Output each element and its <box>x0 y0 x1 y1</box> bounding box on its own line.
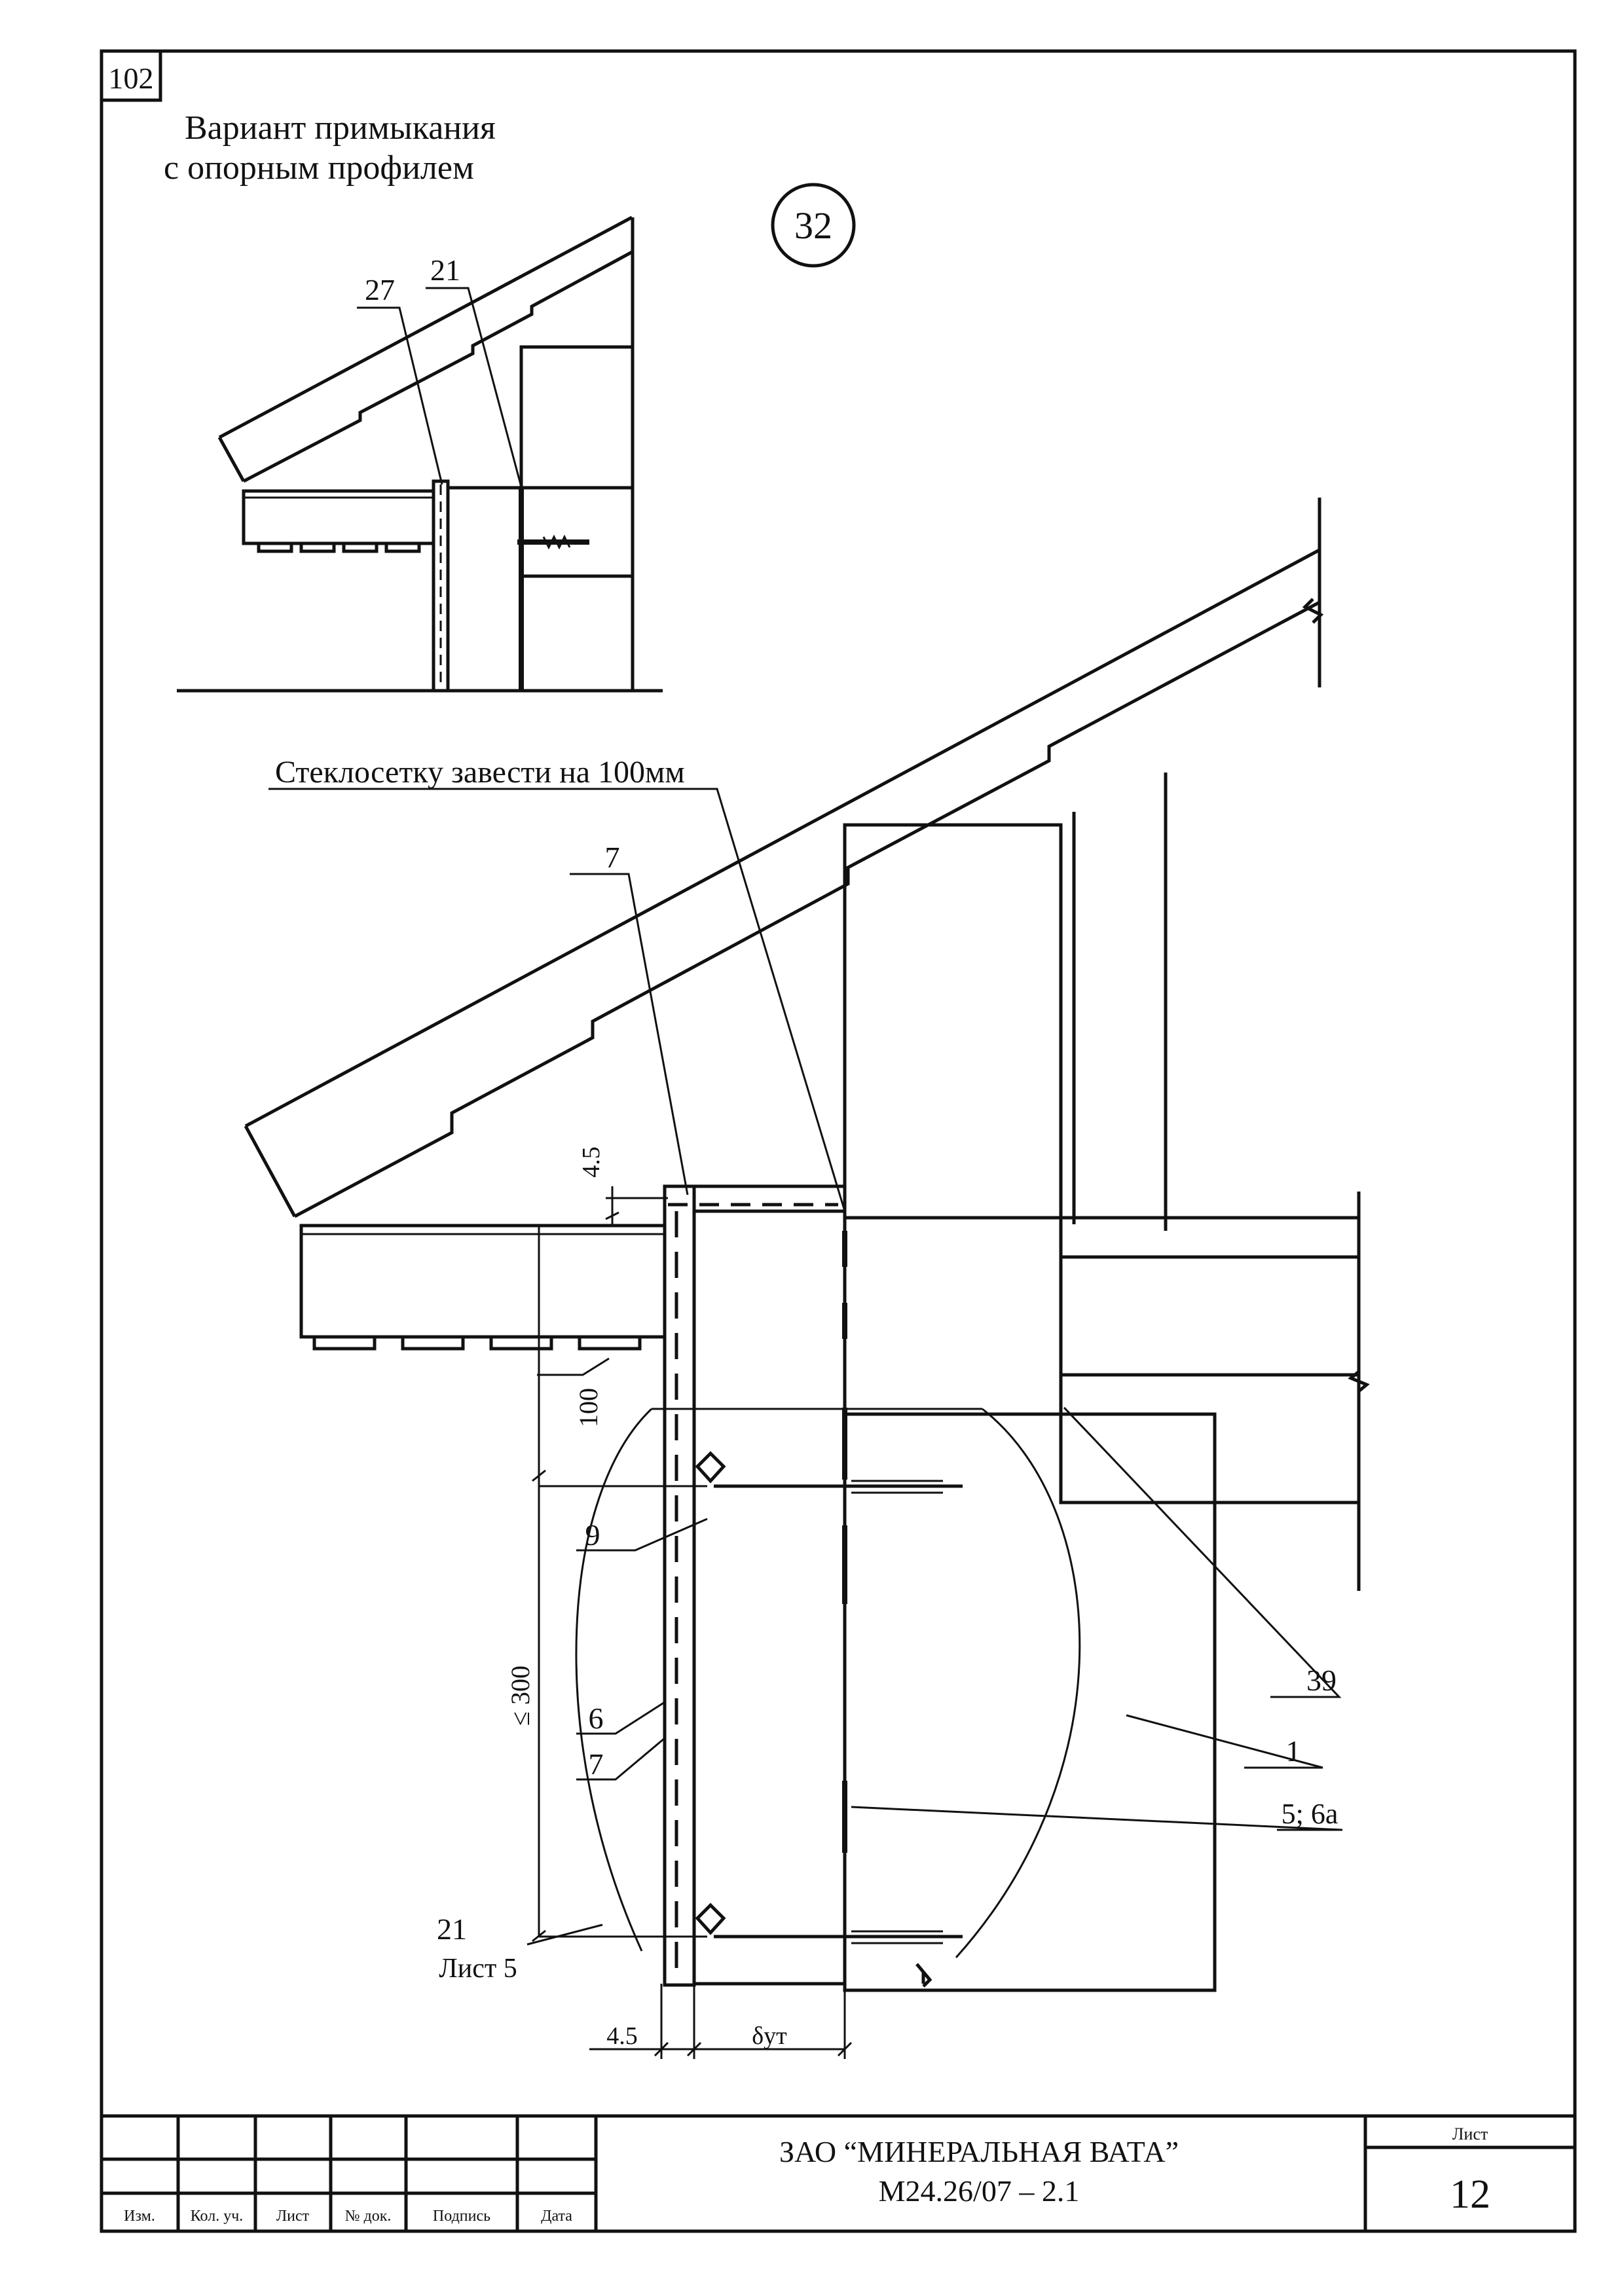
title-block-header-rev: Изм. <box>124 2208 155 2225</box>
sheet-code: 102 <box>109 62 154 95</box>
title-block-header-doc: № док. <box>345 2208 392 2225</box>
callout-7-top: 7 <box>605 841 620 874</box>
title-block-header-date: Дата <box>541 2208 572 2225</box>
callout-1: 1 <box>1286 1734 1301 1768</box>
dimension-insulation-thickness: δут <box>752 2022 787 2050</box>
title-block-header-signature: Подпись <box>433 2208 490 2225</box>
callout-21-sheet-ref: Лист 5 <box>439 1954 517 1984</box>
dimension-gap-bottom: 4.5 <box>606 2022 638 2050</box>
title-block-header-sheet: Лист <box>276 2208 310 2225</box>
title-block-header-count: Кол. уч. <box>191 2208 244 2225</box>
sheet-code-box <box>100 49 162 102</box>
callout-6: 6 <box>589 1702 604 1735</box>
callout-9: 9 <box>585 1518 600 1552</box>
sheet-frame <box>100 49 1577 2233</box>
variant-title-line2: с опорным профилем <box>164 149 474 187</box>
callout-5-6a: 5; 6а <box>1282 1798 1338 1830</box>
dimension-overlap: 100 <box>574 1388 603 1427</box>
variant-title-line1: Вариант примыкания <box>185 109 496 147</box>
main-section <box>244 498 1370 2059</box>
inset-callout-27: 27 <box>365 273 395 306</box>
main-note: Стеклосетку завести на 100мм <box>275 755 685 790</box>
dimension-gap-top: 4.5 <box>578 1146 605 1178</box>
title-block <box>101 2114 1575 2231</box>
company-name: ЗАО “МИНЕРАЛЬНАЯ ВАТА” <box>779 2135 1179 2168</box>
callout-7-bottom: 7 <box>589 1747 604 1781</box>
sheet-label: Лист <box>1452 2124 1488 2143</box>
inset-detail <box>177 215 663 693</box>
detail-number: 32 <box>794 204 832 247</box>
callout-39: 39 <box>1306 1664 1337 1697</box>
callout-21: 21 <box>437 1912 467 1946</box>
document-code: М24.26/07 – 2.1 <box>879 2174 1080 2208</box>
dimension-anchor-spacing: ≤ 300 <box>506 1666 535 1726</box>
detail-number-circle <box>771 183 856 268</box>
sheet-number: 12 <box>1450 2172 1490 2217</box>
inset-callout-21: 21 <box>430 253 460 287</box>
